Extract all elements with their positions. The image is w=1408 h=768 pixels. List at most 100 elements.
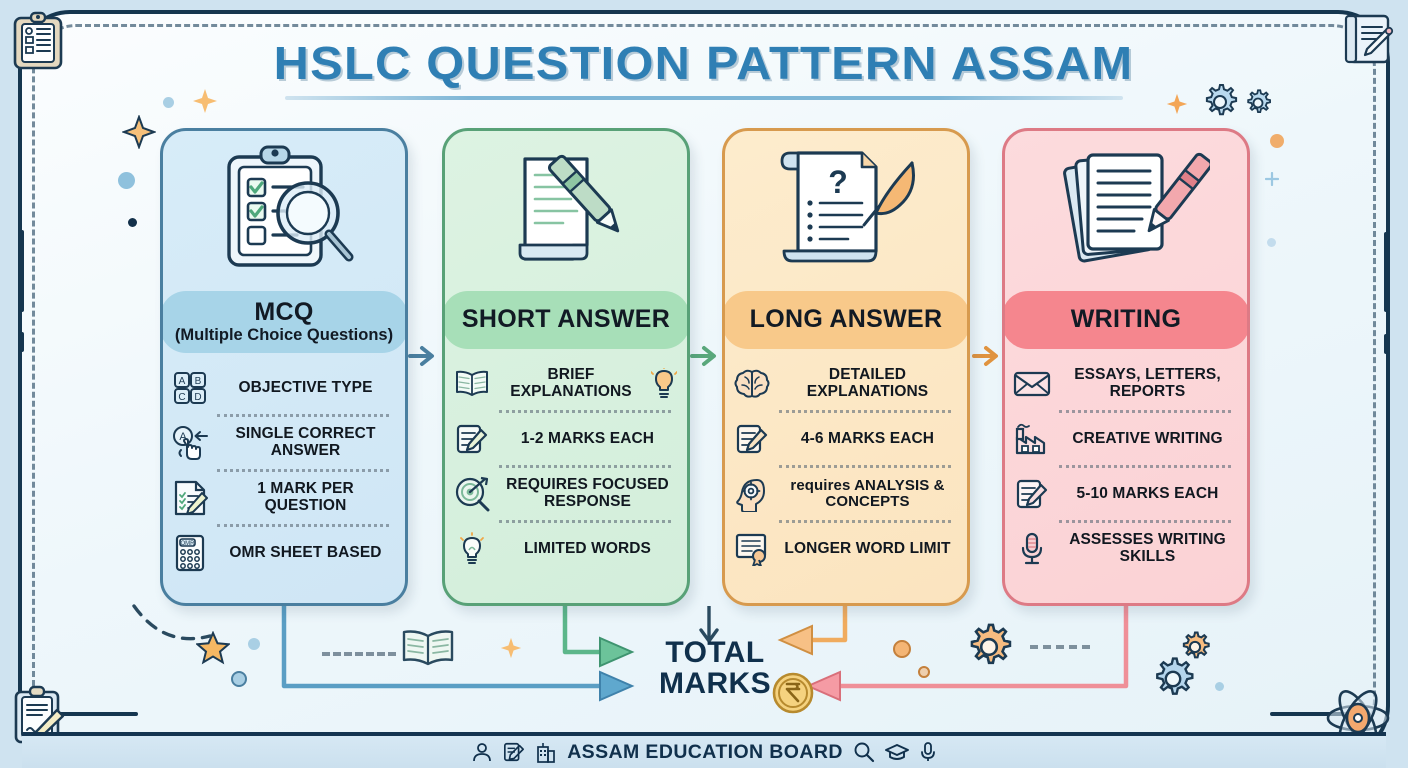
select-answer-hand-icon: A xyxy=(171,424,209,462)
feature-list-writing: ESSAYS, LETTERS, REPORTS CREATIVE WRITIN… xyxy=(1005,349,1247,603)
feature-divider xyxy=(499,410,671,413)
total-marks-line-1: TOTAL xyxy=(665,636,765,669)
corner-clipboard-pencil-icon xyxy=(12,684,68,746)
feature-item: LONGER WORD LIMIT xyxy=(733,526,957,572)
card-title-writing: WRITING xyxy=(1070,305,1182,334)
feature-item: REQUIRES FOCUSED RESPONSE xyxy=(453,471,677,517)
feature-divider xyxy=(499,520,671,523)
svg-text:?: ? xyxy=(828,164,848,200)
paper-pen-icon xyxy=(445,131,687,291)
lightbulb-icon xyxy=(651,368,677,400)
search-icon[interactable] xyxy=(853,741,875,763)
card-short-answer[interactable]: SHORT ANSWER BRIEF EXPLANATIONS xyxy=(442,128,690,606)
feature-item: ESSAYS, LETTERS, REPORTS xyxy=(1013,361,1237,407)
target-magnifier-icon xyxy=(453,476,491,512)
svg-text:OMR: OMR xyxy=(181,541,196,547)
card-heading-pill-writing: WRITING xyxy=(1005,291,1247,349)
feature-item: OMR OMR SHEET BASED xyxy=(171,530,395,576)
frame-tick-left-bottom xyxy=(20,332,24,352)
svg-text:A: A xyxy=(179,431,187,443)
feature-list-long-answer: DETAILED EXPLANATIONS 4-6 MARKS EACH xyxy=(725,349,967,603)
feature-divider xyxy=(217,524,389,527)
feature-item: A SINGLE CORRECT ANSWER xyxy=(171,420,395,466)
feature-item: 1 MARK PER QUESTION xyxy=(171,475,395,521)
note-pencil-icon xyxy=(453,422,491,456)
feature-label: LIMITED WORDS xyxy=(523,539,651,557)
footer-bar: ASSAM EDUCATION BOARD xyxy=(22,732,1386,768)
feature-divider xyxy=(1059,520,1231,523)
feature-label: BRIEF EXPLANATIONS xyxy=(510,366,632,400)
total-marks-label: TOTAL MARKS xyxy=(640,636,790,700)
total-marks-line-2: MARKS xyxy=(659,666,771,700)
card-title-short-answer: SHORT ANSWER xyxy=(461,305,671,334)
feature-divider xyxy=(1059,465,1231,468)
graduation-cap-icon xyxy=(884,741,909,763)
feature-label: SINGLE CORRECT ANSWER xyxy=(235,425,376,459)
frame-tick-left-top xyxy=(20,230,24,312)
lightbulb-icon xyxy=(453,532,491,566)
rupee-coin-icon xyxy=(772,672,814,714)
card-writing[interactable]: WRITING ESSAYS, LETTERS, REPORTS xyxy=(1002,128,1250,606)
cards-container: MCQ (Multiple Choice Questions) A B C D xyxy=(0,128,1408,606)
feature-item: LIMITED WORDS xyxy=(453,526,677,572)
feature-item: CREATIVE WRITING xyxy=(1013,416,1237,462)
note-pencil-icon xyxy=(733,422,771,456)
person-badge-icon xyxy=(471,741,493,763)
card-heading-pill-long-answer: LONG ANSWER xyxy=(725,291,967,349)
feature-divider xyxy=(499,465,671,468)
feature-label: ESSAYS, LETTERS, REPORTS xyxy=(1074,366,1221,400)
card-long-answer[interactable]: ? LONG ANSWER xyxy=(722,128,970,606)
feature-divider xyxy=(217,469,389,472)
footer-label: ASSAM EDUCATION BOARD xyxy=(567,740,843,763)
dashed-line-decoration xyxy=(1030,645,1090,649)
feature-divider xyxy=(779,410,951,413)
frame-tick-right-top xyxy=(1384,232,1388,312)
connector-chevron-mcq-to-short-answer xyxy=(406,342,440,370)
feature-list-mcq: A B C D OBJECTIVE TYPE A xyxy=(163,353,405,603)
card-heading-pill-mcq: MCQ (Multiple Choice Questions) xyxy=(163,291,405,353)
feature-item: requires ANALYSIS & CONCEPTS xyxy=(733,471,957,517)
feature-item: BRIEF EXPLANATIONS xyxy=(453,361,677,407)
feature-item: A B C D OBJECTIVE TYPE xyxy=(171,365,395,411)
feature-label: requires ANALYSIS & CONCEPTS xyxy=(790,476,945,510)
feature-label: OMR SHEET BASED xyxy=(229,543,382,561)
note-pencil-icon xyxy=(1013,477,1051,511)
certificate-icon xyxy=(733,532,771,566)
feature-label: OBJECTIVE TYPE xyxy=(238,378,373,396)
feature-divider xyxy=(779,520,951,523)
feature-list-short-answer: BRIEF EXPLANATIONS xyxy=(445,349,687,603)
marked-paper-pencil-icon xyxy=(171,479,209,517)
card-subtitle-mcq: (Multiple Choice Questions) xyxy=(174,325,394,344)
envelope-icon xyxy=(1013,370,1051,398)
corner-clipboard-icon xyxy=(12,10,64,72)
abcd-options-icon: A B C D xyxy=(171,371,209,405)
feature-item: DETAILED EXPLANATIONS xyxy=(733,361,957,407)
svg-text:B: B xyxy=(195,376,202,387)
feature-label: 5-10 MARKS EACH xyxy=(1076,484,1219,502)
feature-divider xyxy=(1059,410,1231,413)
corner-atom-icon xyxy=(1322,682,1394,754)
feature-label: 4-6 MARKS EACH xyxy=(800,429,935,447)
microphone-icon xyxy=(1013,531,1051,567)
microphone-icon[interactable] xyxy=(919,741,937,763)
factory-icon xyxy=(1013,423,1051,455)
frame-tick-bottom-left xyxy=(52,712,138,716)
connector-chevron-long-answer-to-writing xyxy=(970,342,1004,370)
card-title-mcq: MCQ xyxy=(254,298,314,327)
feature-label: DETAILED EXPLANATIONS xyxy=(806,366,929,400)
frame-tick-right-bottom xyxy=(1384,334,1388,354)
title-underline xyxy=(285,96,1123,100)
feature-item: 4-6 MARKS EACH xyxy=(733,416,957,462)
feature-label: REQUIRES FOCUSED RESPONSE xyxy=(506,476,669,510)
connector-chevron-short-answer-to-long-answer xyxy=(688,342,722,370)
svg-text:D: D xyxy=(194,392,201,403)
feature-item: 1-2 MARKS EACH xyxy=(453,416,677,462)
head-gear-icon xyxy=(733,476,771,512)
corner-notebook-pencil-icon xyxy=(1338,10,1396,68)
card-mcq[interactable]: MCQ (Multiple Choice Questions) A B C D xyxy=(160,128,408,606)
omr-sheet-icon: OMR xyxy=(171,534,209,572)
open-book-icon xyxy=(453,369,491,399)
feature-label: 1-2 MARKS EACH xyxy=(520,429,655,447)
dashed-line-decoration xyxy=(322,652,396,656)
svg-text:A: A xyxy=(179,376,186,387)
